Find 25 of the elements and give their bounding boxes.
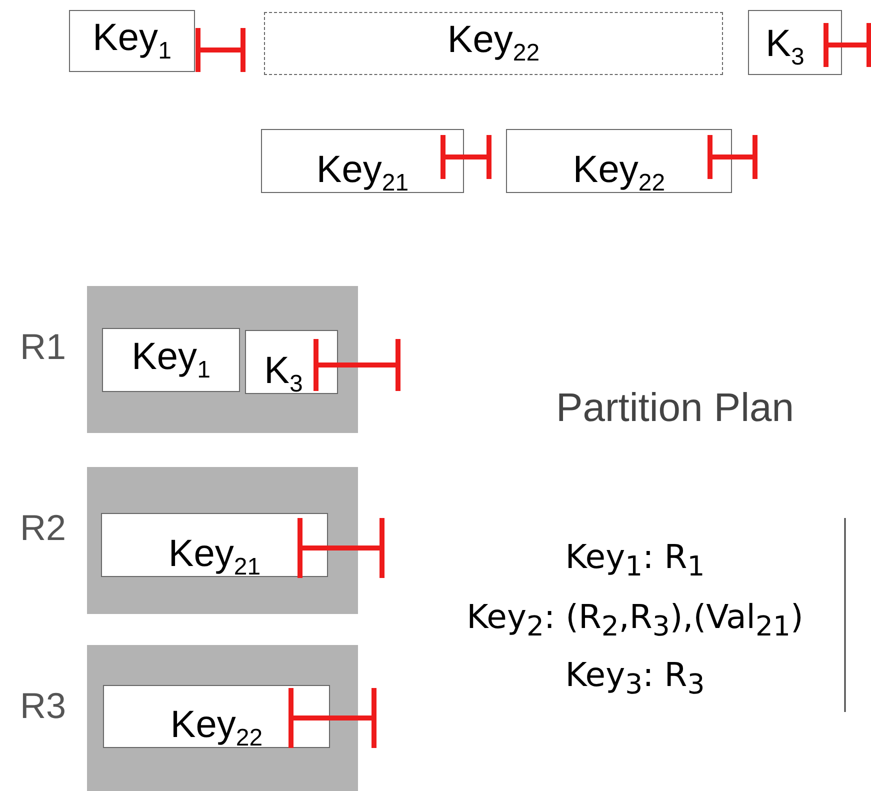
key-box [101, 513, 328, 577]
key-box [103, 685, 330, 748]
key-label: Key$_{22}$ [447, 21, 540, 66]
title-label: Partition Plan [555, 386, 795, 431]
key-label: Key$_{22}$ [572, 150, 666, 196]
region-label: R3 [20, 685, 66, 727]
plan-entry: Key$_{1}$: R$_{1}$ [564, 537, 706, 583]
key-label: Key$_{1}$ [92, 18, 172, 64]
region-label: R1 [20, 326, 66, 368]
key-label: Key$_{21}$ [168, 534, 261, 580]
key-box [102, 328, 240, 392]
plan-entry: Key$_{3}$: R$_{3}$ [564, 655, 706, 701]
key-label: K$_{3}$ [766, 25, 804, 70]
key-box [245, 330, 338, 394]
key-box [506, 129, 732, 193]
key-label: Key$_{1}$ [132, 338, 210, 382]
plan-entry: Key$_{2}$: (R$_{2}$,R$_{3}$),(Val$_{21}$) [466, 597, 804, 643]
key-box [261, 129, 464, 193]
key-label: K$_{3}$ [264, 352, 303, 396]
key-label: Key$_{21}$ [316, 150, 409, 196]
key-label: Key$_{22}$ [170, 706, 263, 751]
key-box [748, 10, 842, 75]
region-label: R2 [20, 507, 66, 549]
key-box [69, 10, 195, 72]
dashed-key-box [264, 12, 723, 75]
